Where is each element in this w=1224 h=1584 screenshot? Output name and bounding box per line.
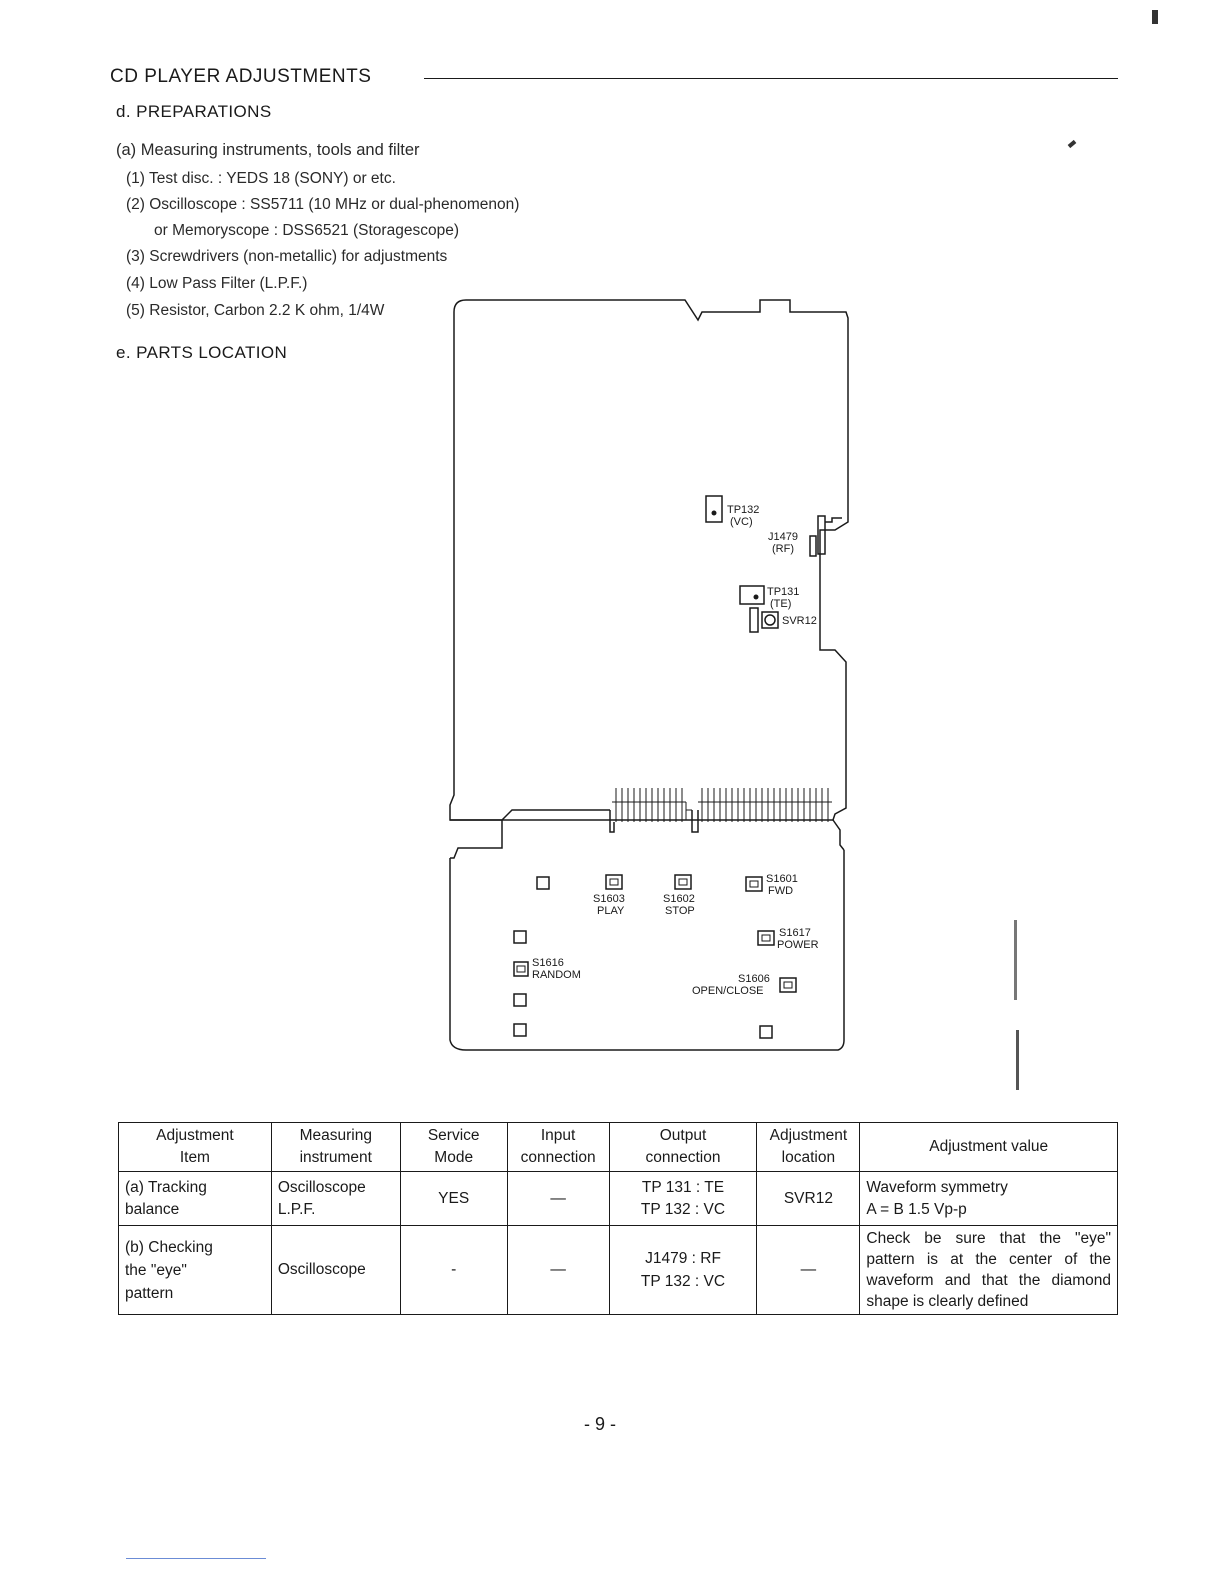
cell-item: (a) Tracking balance — [118, 1171, 272, 1226]
cell-mode: - — [399, 1225, 508, 1315]
tp131-label: TP131 — [767, 586, 800, 598]
list-item: (5) Resistor, Carbon 2.2 K ohm, 1/4W — [126, 302, 385, 319]
cell-value: Check be sure that the "eye" pattern is … — [859, 1225, 1118, 1315]
s1602-sub-label: STOP — [665, 905, 695, 917]
cell-location: SVR12 — [756, 1171, 861, 1226]
list-item: (4) Low Pass Filter (L.P.F.) — [126, 275, 308, 292]
s1601-sub-label: FWD — [768, 885, 794, 897]
cell-input: — — [506, 1225, 610, 1315]
s1603-label: S1603 — [593, 893, 625, 905]
s1617-sub-label: POWER — [777, 939, 819, 951]
cell-input: — — [506, 1171, 610, 1226]
table-row: (b) Checking the "eye" pattern Oscillosc… — [118, 1225, 1118, 1315]
s1617-label: S1617 — [779, 927, 811, 939]
s1616-label: S1616 — [532, 957, 564, 969]
list-item: or Memoryscope : DSS6521 (Storagescope) — [154, 222, 459, 239]
list-item: (3) Screwdrivers (non-metallic) for adju… — [126, 248, 448, 265]
parts-location-heading: e. PARTS LOCATION — [116, 343, 288, 362]
j1479-sub-label: (RF) — [772, 543, 794, 555]
cell-instrument: Oscilloscope — [270, 1225, 401, 1315]
cell-output: TP 131 : TE TP 132 : VC — [608, 1171, 758, 1226]
header-adjustment-location: Adjustment location — [756, 1122, 861, 1172]
tp132-label: TP132 — [727, 504, 760, 516]
s1606-sub-label: OPEN/CLOSE — [692, 985, 764, 997]
svr12-label: SVR12 — [782, 615, 817, 627]
adjustment-table: Adjustment Item Measuring instrument Ser… — [118, 1122, 1118, 1315]
pcb-diagram — [449, 299, 849, 1051]
header-input-connection: Input connection — [506, 1122, 610, 1172]
cell-output: J1479 : RF TP 132 : VC — [608, 1225, 758, 1315]
header-service-mode: Service Mode — [399, 1122, 508, 1172]
cell-mode: YES — [399, 1171, 508, 1226]
cell-item: (b) Checking the "eye" pattern — [118, 1225, 272, 1315]
j1479-label: J1479 — [768, 531, 798, 543]
header-output-connection: Output connection — [608, 1122, 758, 1172]
scan-mark — [126, 1558, 266, 1559]
header-adjustment-value: Adjustment value — [859, 1122, 1118, 1172]
cell-instrument: Oscilloscope L.P.F. — [270, 1171, 401, 1226]
scan-mark — [1067, 139, 1077, 149]
cell-value: Waveform symmetry A = B 1.5 Vp-p — [859, 1171, 1118, 1226]
header-measuring-instrument: Measuring instrument — [270, 1122, 401, 1172]
tp131-sub-label: (TE) — [770, 598, 792, 610]
preparations-heading: d. PREPARATIONS — [116, 102, 272, 121]
list-item: (2) Oscilloscope : SS5711 (10 MHz or dua… — [126, 196, 520, 213]
title-rule — [424, 78, 1118, 79]
tp132-sub-label: (VC) — [730, 516, 753, 528]
s1602-label: S1602 — [663, 893, 695, 905]
scan-mark — [1016, 1030, 1019, 1090]
table-header-row: Adjustment Item Measuring instrument Ser… — [118, 1122, 1118, 1172]
s1603-sub-label: PLAY — [597, 905, 625, 917]
s1606-label: S1606 — [738, 973, 770, 985]
cell-location: — — [756, 1225, 861, 1315]
s1616-sub-label: RANDOM — [532, 969, 581, 981]
header-adjustment-item: Adjustment Item — [118, 1122, 272, 1172]
list-item: (1) Test disc. : YEDS 18 (SONY) or etc. — [126, 170, 396, 187]
table-row: (a) Tracking balance Oscilloscope L.P.F.… — [118, 1171, 1118, 1226]
scan-mark — [1014, 920, 1017, 1000]
s1601-label: S1601 — [766, 873, 798, 885]
instruments-subheading: (a) Measuring instruments, tools and fil… — [116, 141, 420, 159]
page-number: - 9 - — [584, 1414, 617, 1434]
page-title: CD PLAYER ADJUSTMENTS — [110, 66, 372, 87]
scan-mark — [1152, 10, 1158, 24]
